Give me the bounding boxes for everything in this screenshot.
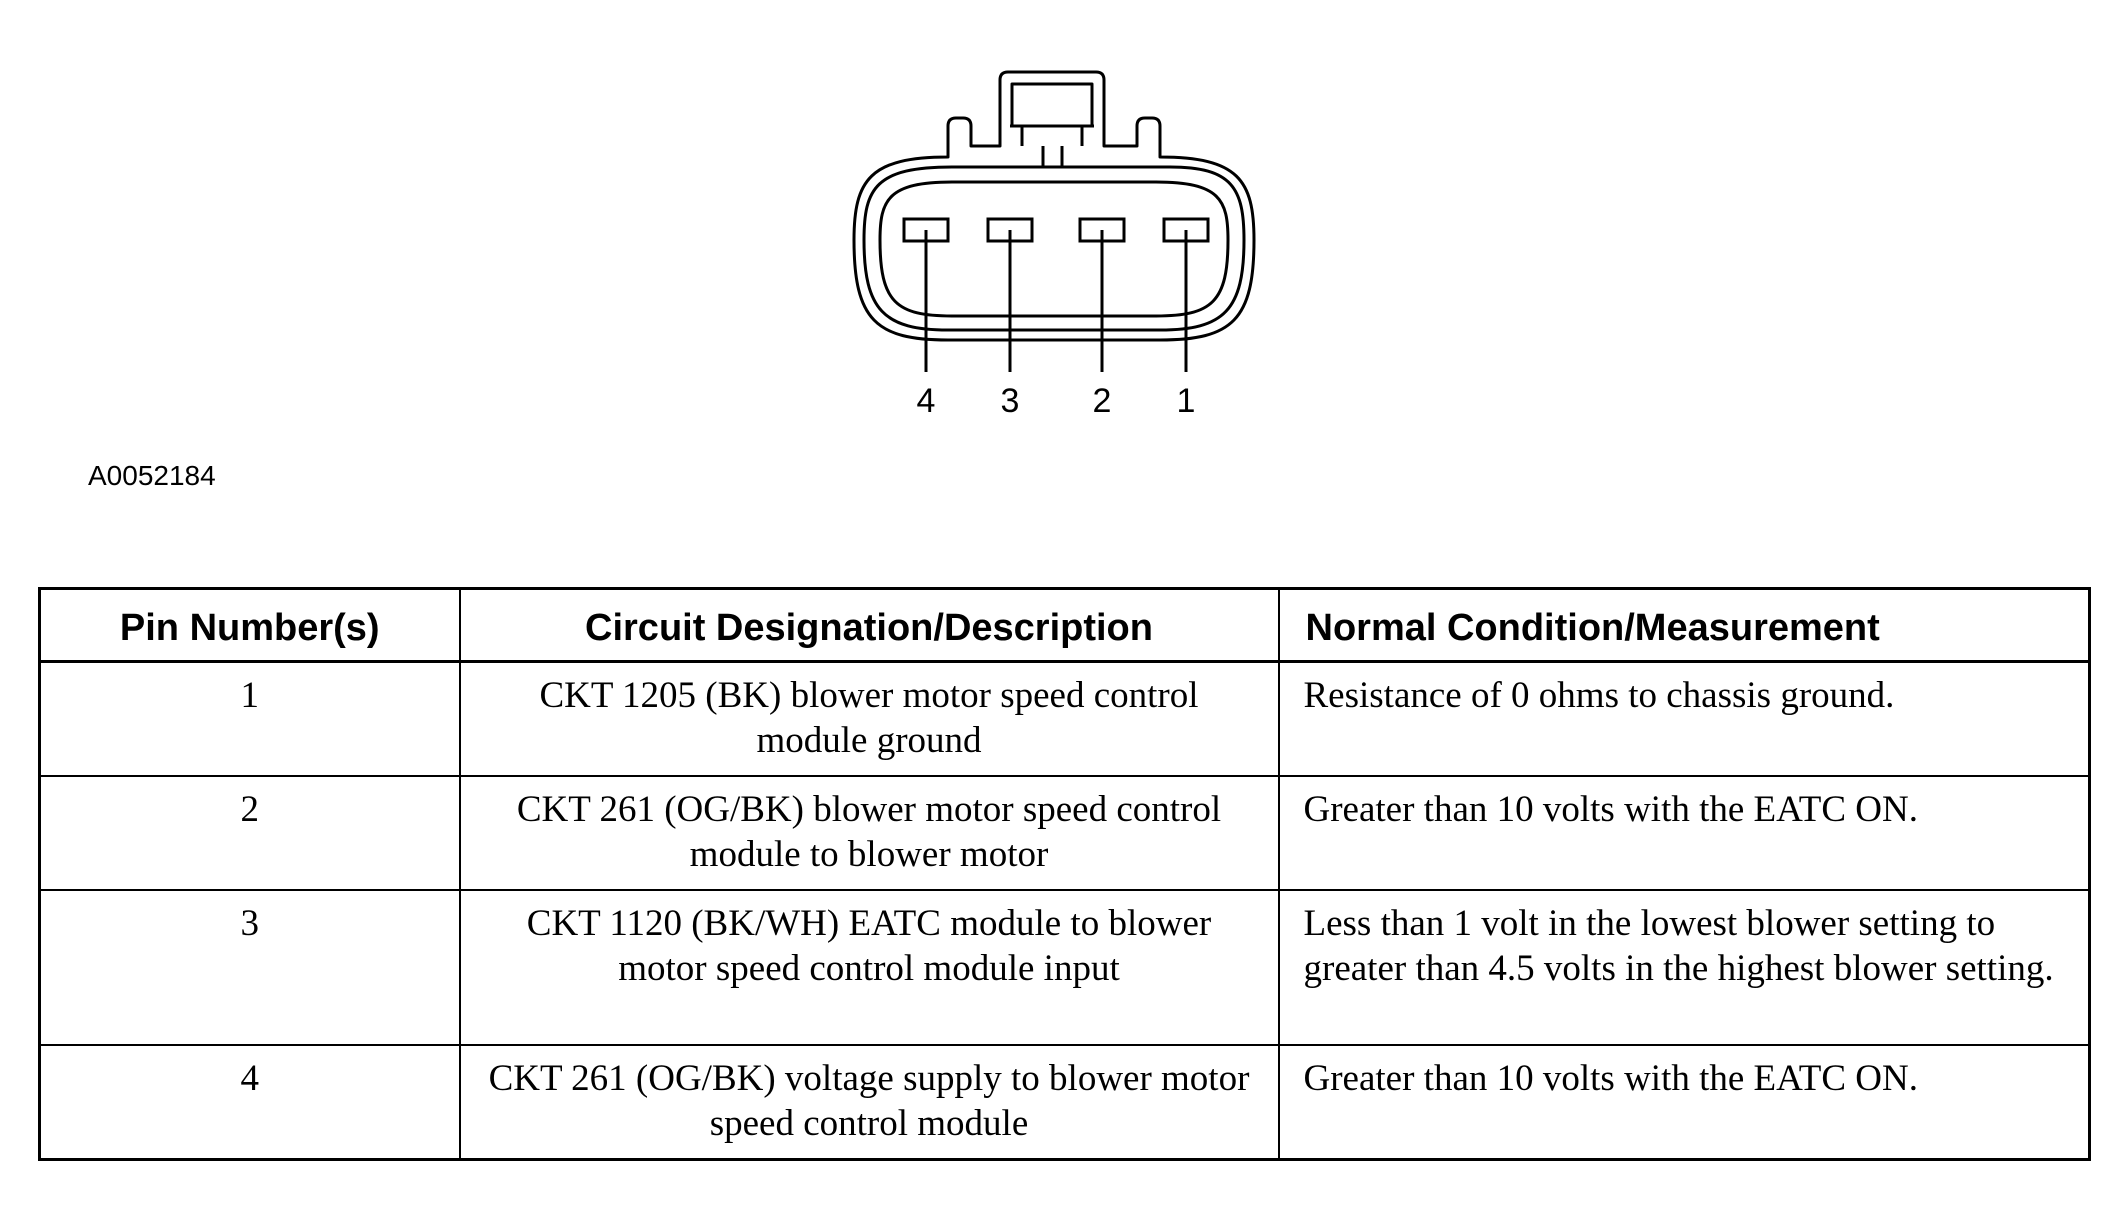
connector-outer-shell xyxy=(852,70,1256,342)
pin-label: 2 xyxy=(1093,382,1112,420)
circuit-cell: CKT 1205 (BK) blower motor speed control… xyxy=(458,660,1280,777)
pin-label: 4 xyxy=(917,382,936,420)
header-pin-number: Pin Number(s) xyxy=(38,587,461,663)
condition-cell: Greater than 10 volts with the EATC ON. xyxy=(1277,775,2091,891)
locking-tab xyxy=(1010,82,1094,128)
connector-inner-shell xyxy=(862,165,1246,332)
pin-label: 3 xyxy=(1001,382,1020,420)
condition-cell: Resistance of 0 ohms to chassis ground. xyxy=(1277,660,2091,777)
header-circuit: Circuit Designation/Description xyxy=(458,587,1280,663)
table-row: 1 CKT 1205 (BK) blower motor speed contr… xyxy=(38,660,2091,777)
pin-number-cell: 4 xyxy=(38,1044,461,1161)
pin-number-cell: 1 xyxy=(38,660,461,777)
table-row: 2 CKT 261 (OG/BK) blower motor speed con… xyxy=(38,775,2091,891)
pin-label: 1 xyxy=(1177,382,1196,420)
connector-cavity xyxy=(878,180,1230,318)
circuit-cell: CKT 1120 (BK/WH) EATC module to blower m… xyxy=(458,889,1280,1046)
header-condition: Normal Condition/Measurement xyxy=(1277,587,2091,663)
condition-cell: Greater than 10 volts with the EATC ON. xyxy=(1277,1044,2091,1161)
pin-table: Pin Number(s) Circuit Designation/Descri… xyxy=(38,587,2091,1161)
circuit-cell: CKT 261 (OG/BK) blower motor speed contr… xyxy=(458,775,1280,891)
circuit-cell: CKT 261 (OG/BK) voltage supply to blower… xyxy=(458,1044,1280,1161)
connector-diagram: 4 3 2 1 xyxy=(852,70,1256,420)
table-row: 4 CKT 261 (OG/BK) voltage supply to blow… xyxy=(38,1044,2091,1161)
condition-cell: Less than 1 volt in the lowest blower se… xyxy=(1277,889,2091,1046)
figure-id: A0052184 xyxy=(88,460,216,491)
table-row: 3 CKT 1120 (BK/WH) EATC module to blower… xyxy=(38,889,2091,1046)
table-header-row: Pin Number(s) Circuit Designation/Descri… xyxy=(38,587,2091,663)
pin-number-cell: 3 xyxy=(38,889,461,1046)
pin-number-cell: 2 xyxy=(38,775,461,891)
